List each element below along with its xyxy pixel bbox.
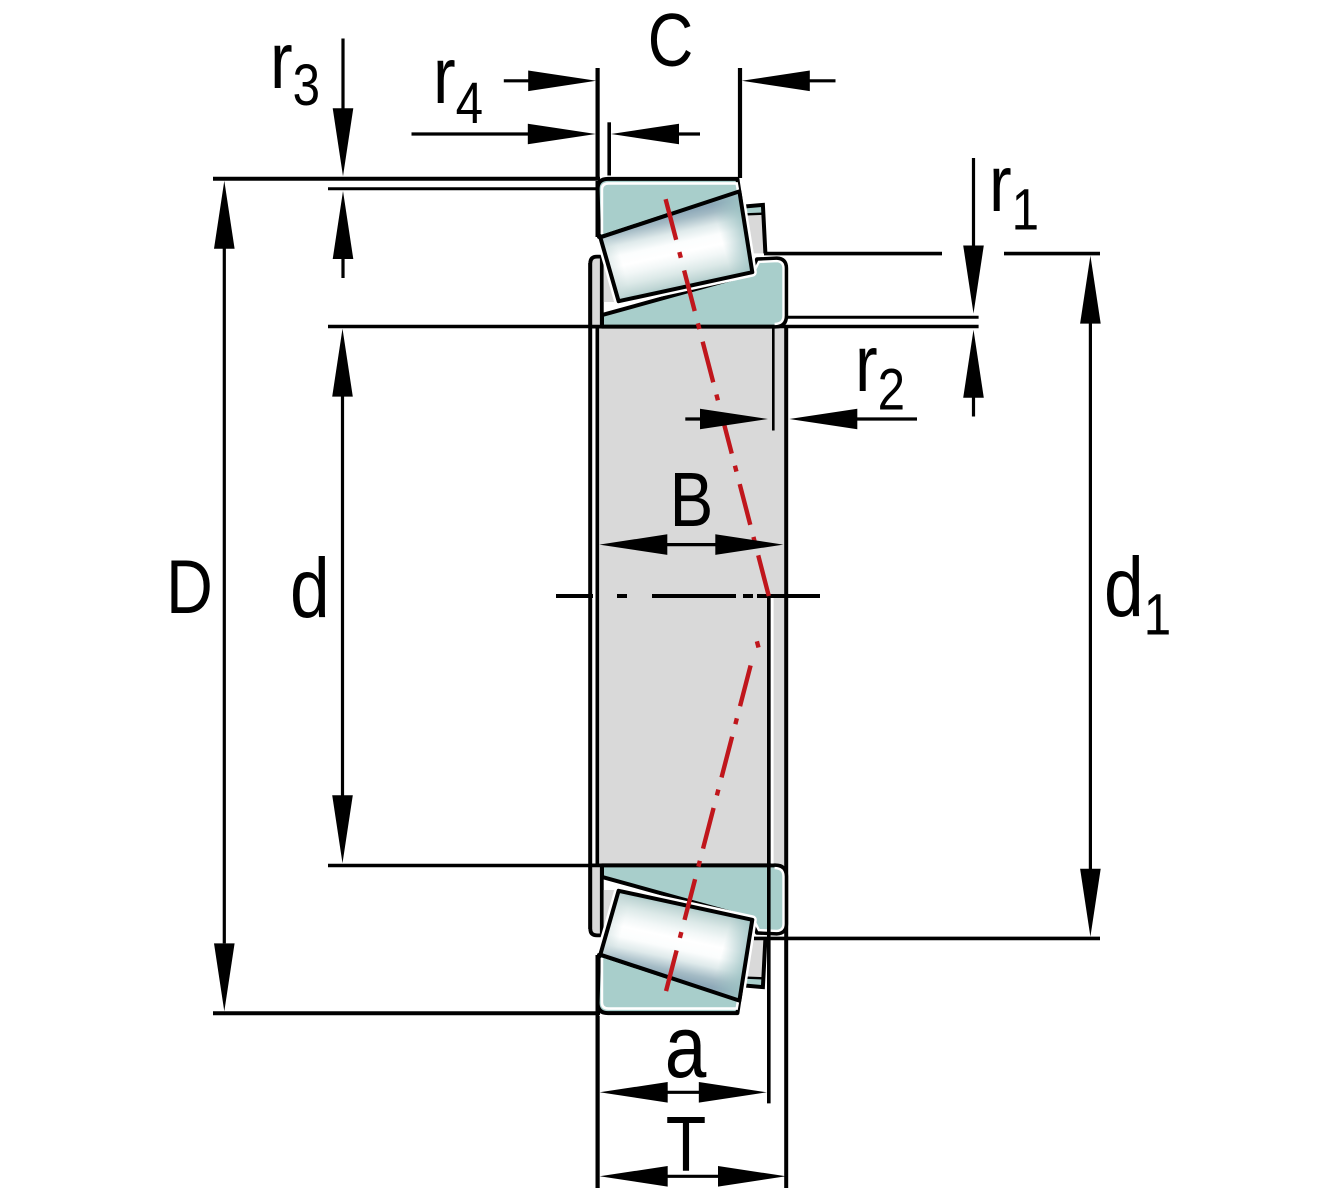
svg-text:B: B: [670, 457, 714, 543]
svg-text:C: C: [648, 0, 693, 82]
svg-text:D: D: [166, 544, 213, 629]
svg-text:a: a: [665, 998, 707, 1096]
svg-text:T: T: [666, 1101, 707, 1188]
svg-text:d1: d1: [1104, 539, 1171, 647]
svg-text:d: d: [290, 540, 330, 635]
